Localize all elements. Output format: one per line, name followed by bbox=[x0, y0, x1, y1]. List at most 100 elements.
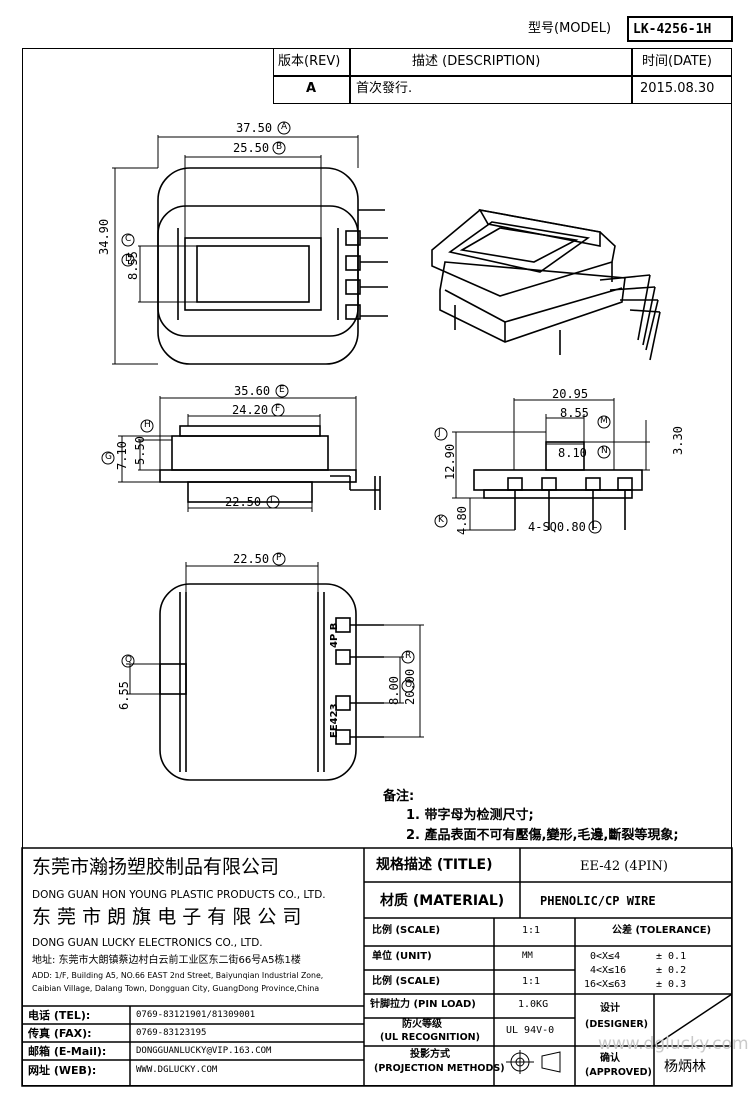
dim-25-50: 25.50 bbox=[233, 141, 270, 155]
dim-6-55: 6.55 bbox=[117, 681, 131, 710]
circle-label-c: C bbox=[125, 234, 132, 244]
desc-header: 描述 (DESCRIPTION) bbox=[412, 54, 541, 69]
dim-37-50: 37.50 bbox=[236, 121, 273, 135]
material-value: PHENOLIC/CP WIRE bbox=[540, 894, 656, 908]
tolerance-label: 公差 (TOLERANCE) bbox=[612, 925, 712, 936]
circle-label-e: E bbox=[279, 385, 285, 395]
contact-fax-label: 传真 (FAX): bbox=[28, 1027, 92, 1040]
dim-35-60: 35.60 bbox=[234, 384, 271, 398]
tol1-value: ± 0.1 bbox=[656, 951, 687, 962]
company-name-2-cn: 东 莞 市 朗 旗 电 子 有 限 公 司 bbox=[32, 906, 302, 928]
company-name-1-cn: 东莞市瀚扬塑胶制品有限公司 bbox=[32, 856, 280, 878]
dim-4-80: 4.80 bbox=[455, 506, 469, 535]
scale-label: 比例 (SCALE) bbox=[372, 925, 441, 936]
date-header: 时间(DATE) bbox=[642, 54, 712, 69]
dim-pin-spec: 4-SQ0.80 bbox=[528, 520, 586, 534]
company-address-en-2: Caibian Village, Dalang Town, Dongguan C… bbox=[32, 984, 320, 993]
projection-label-1: 投影方式 bbox=[410, 1049, 450, 1060]
dim-3-30: 3.30 bbox=[671, 426, 685, 455]
company-name-1-en: DONG GUAN HON YOUNG PLASTIC PRODUCTS CO.… bbox=[32, 889, 326, 901]
circle-label-g: G bbox=[105, 452, 112, 462]
tol2-range: 4<X≤16 bbox=[590, 965, 627, 976]
scale2-value: 1:1 bbox=[522, 976, 541, 987]
scale2-label: 比例 (SCALE) bbox=[372, 976, 441, 987]
model-value: LK-4256-1H bbox=[633, 22, 712, 37]
tol2-value: ± 0.2 bbox=[656, 965, 687, 976]
circle-label-p: P bbox=[276, 553, 282, 563]
circle-label-q: Q bbox=[125, 655, 133, 665]
circle-label-i: I bbox=[270, 496, 273, 506]
circle-label-n: N bbox=[601, 446, 608, 456]
circle-label-o: O bbox=[405, 680, 413, 690]
dim-7-10: 7.10 bbox=[115, 441, 129, 470]
dim-8-00: 8.00 bbox=[387, 676, 401, 705]
tol1-range: 0<X≤4 bbox=[590, 951, 621, 962]
ul-label-1: 防火等级 bbox=[402, 1019, 442, 1030]
date-value: 2015.08.30 bbox=[640, 81, 715, 96]
watermark: www.dglucky.com bbox=[598, 1034, 749, 1054]
front-view bbox=[159, 425, 381, 510]
tol3-range: 16<X≤63 bbox=[584, 979, 627, 990]
company-address-en-1: ADD: 1/F, Building A5, NO.66 EAST 2nd St… bbox=[32, 971, 324, 980]
pinload-value: 1.0KG bbox=[518, 999, 549, 1010]
ul-label-2: (UL RECOGNITION) bbox=[380, 1032, 480, 1043]
circle-label-j: J bbox=[438, 428, 441, 438]
pinload-label: 针脚拉力 (PIN LOAD) bbox=[370, 999, 476, 1010]
note-2: 2. 產品表面不可有壓傷,變形,毛邊,斷裂等現象; bbox=[406, 828, 679, 843]
dim-5-50: 5.50 bbox=[133, 436, 147, 465]
title-value: EE-42 (4PIN) bbox=[580, 859, 668, 874]
tol3-value: ± 0.3 bbox=[656, 979, 687, 990]
circle-label-b: B bbox=[276, 142, 283, 152]
circle-label-r: R bbox=[405, 651, 412, 661]
contact-tel-value: 0769-83121901/81309001 bbox=[136, 1010, 256, 1020]
top-view bbox=[157, 167, 388, 365]
company-name-2-en: DONG GUAN LUCKY ELECTRONICS CO., LTD. bbox=[32, 937, 263, 949]
dim-22-50-front: 22.50 bbox=[225, 495, 262, 509]
projection-label-2: (PROJECTION METHODS) bbox=[374, 1063, 505, 1074]
dim-8-10: 8.10 bbox=[558, 446, 587, 460]
contact-web-value: WWW.DGLUCKY.COM bbox=[136, 1065, 218, 1075]
material-label: 材质 (MATERIAL) bbox=[380, 893, 505, 909]
dim-24-20: 24.20 bbox=[232, 403, 269, 417]
isometric-view bbox=[431, 208, 661, 361]
company-address-cn: 地址: 东莞市大朗镇蔡边村白云前工业区东二街66号A5栋1楼 bbox=[32, 955, 301, 966]
model-label: 型号(MODEL) bbox=[528, 21, 612, 36]
approver-name: 杨炳林 bbox=[664, 1059, 706, 1075]
circle-label-m: M bbox=[600, 416, 608, 426]
side-view bbox=[473, 441, 643, 530]
dim-20-95: 20.95 bbox=[552, 387, 589, 401]
designer-label-1: 设计 bbox=[600, 1003, 620, 1014]
circle-label-d: D bbox=[125, 254, 132, 264]
circle-label-l: L bbox=[592, 521, 598, 531]
designer-label-2: (DESIGNER) bbox=[585, 1019, 648, 1030]
circle-label-k: K bbox=[438, 515, 444, 525]
circle-label-a: A bbox=[281, 122, 288, 132]
contact-email-value: DONGGUANLUCKY@VIP.163.COM bbox=[136, 1046, 272, 1056]
contact-web-label: 网址 (WEB): bbox=[28, 1064, 97, 1077]
model-value-box: LK-4256-1H bbox=[627, 16, 733, 42]
bottom-view bbox=[159, 583, 384, 781]
title-label: 规格描述 (TITLE) bbox=[376, 857, 493, 873]
circle-label-f: F bbox=[275, 404, 281, 414]
ul-value: UL 94V-0 bbox=[506, 1025, 555, 1036]
dim-22-50-bottom: 22.50 bbox=[233, 552, 270, 566]
note-1: 1. 带字母为检测尺寸; bbox=[406, 808, 534, 823]
notes-title: 备注: bbox=[383, 789, 415, 804]
rev-header: 版本(REV) bbox=[278, 54, 341, 69]
unit-value: MM bbox=[522, 951, 533, 961]
approved-label-2: (APPROVED) bbox=[585, 1067, 652, 1078]
approved-label-1: 确认 bbox=[600, 1053, 620, 1064]
unit-label: 单位 (UNIT) bbox=[372, 951, 432, 962]
contact-email-label: 邮箱 (E-Mail): bbox=[28, 1045, 107, 1058]
pin-marking: 4P B bbox=[329, 622, 340, 648]
dim-8-55-pin: 8.55 bbox=[560, 406, 589, 420]
scale-value: 1:1 bbox=[522, 925, 541, 936]
dim-34-90: 34.90 bbox=[97, 218, 111, 255]
part-number-marking: EE423 bbox=[329, 703, 340, 738]
desc-value: 首次發行. bbox=[356, 81, 413, 96]
circle-label-h: H bbox=[144, 420, 151, 430]
contact-tel-label: 电话 (TEL): bbox=[28, 1009, 91, 1022]
contact-fax-value: 0769-83123195 bbox=[136, 1028, 207, 1038]
dim-12-90: 12.90 bbox=[443, 443, 457, 480]
